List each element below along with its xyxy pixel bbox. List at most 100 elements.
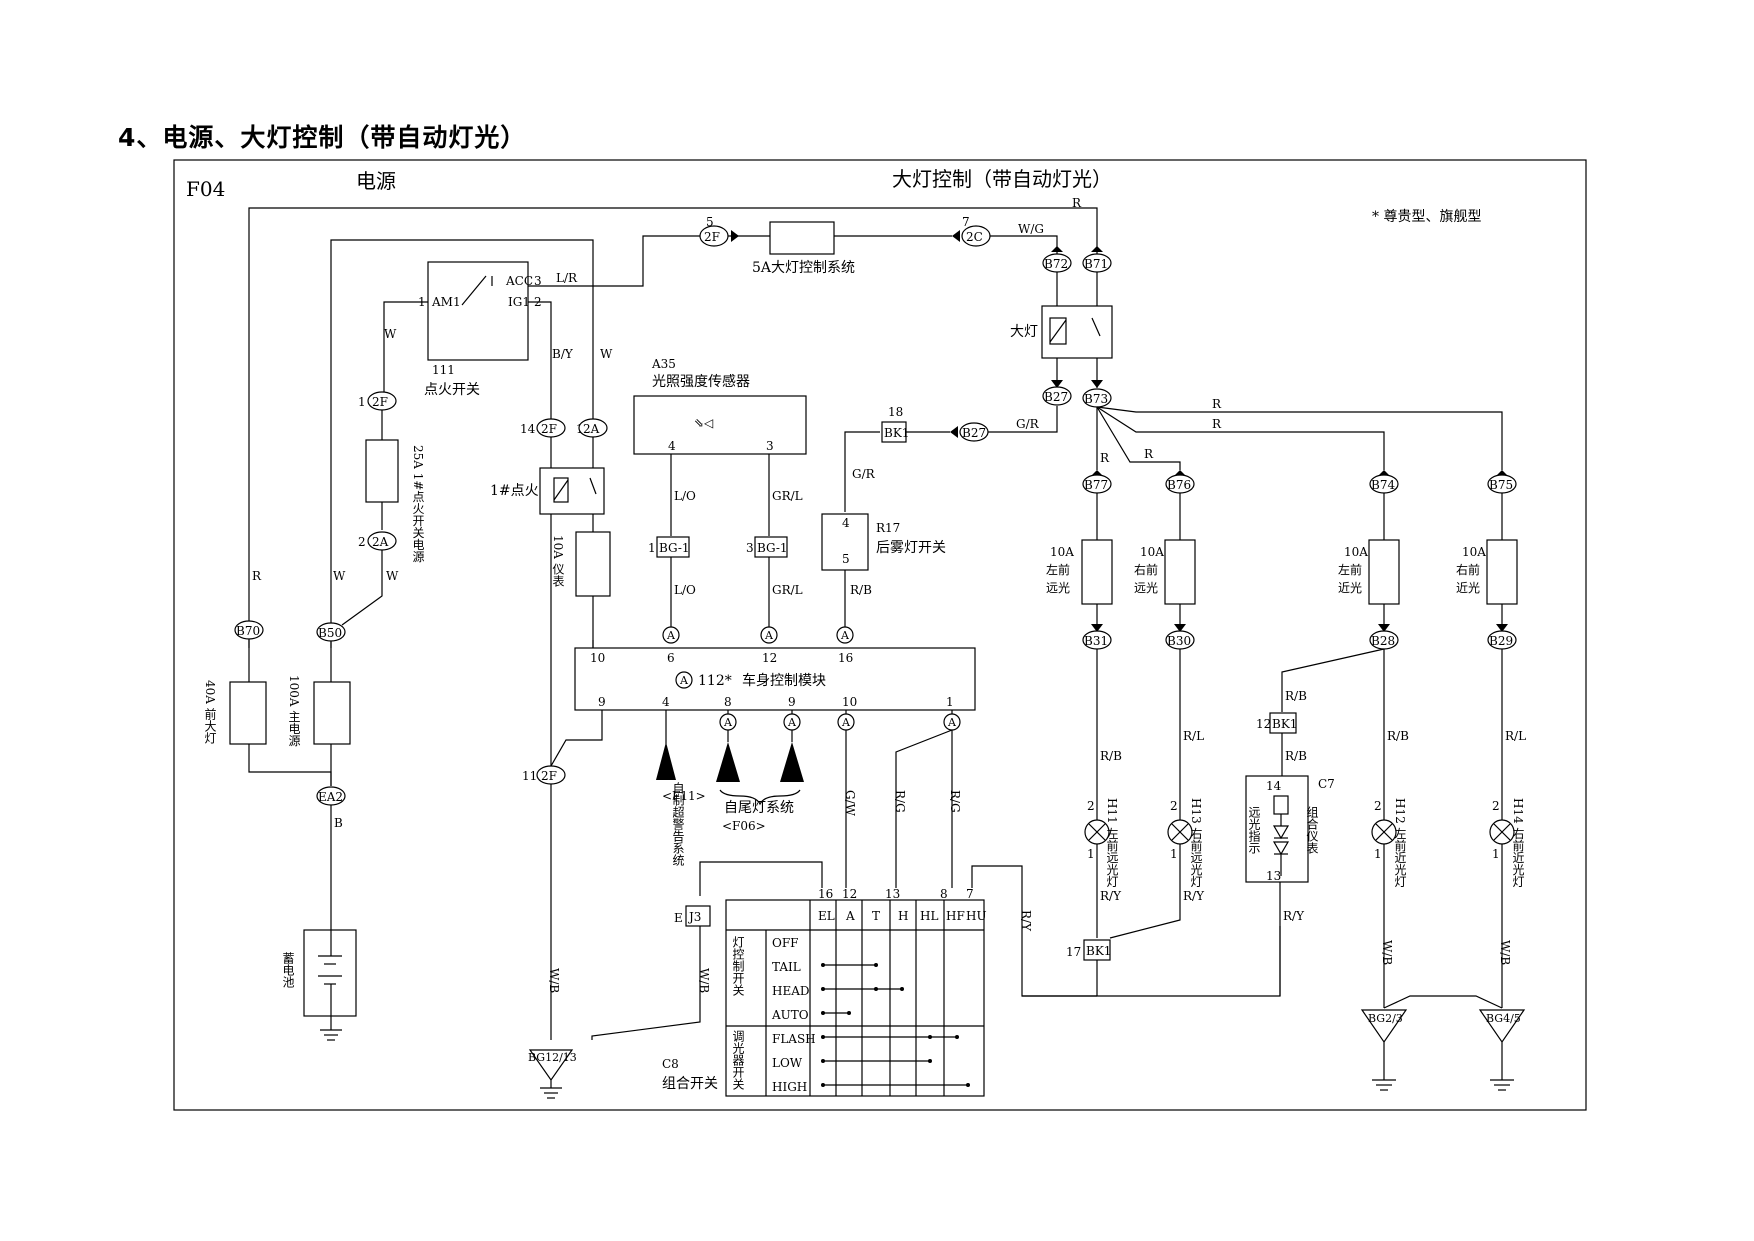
wire-label-grl-1: GR/L bbox=[772, 489, 803, 503]
fuse-lh-high bbox=[1081, 539, 1113, 605]
connector-b73: B73 bbox=[1082, 380, 1112, 408]
bcm-pin-10: 10 bbox=[590, 651, 605, 665]
conn-label: 2F bbox=[541, 422, 557, 436]
conn-label: B77 bbox=[1084, 478, 1108, 492]
ref-f11: <F11> bbox=[662, 789, 706, 803]
conn-label: 2F bbox=[541, 769, 557, 783]
pin-7: 7 bbox=[962, 215, 970, 229]
connector-bk1-12: 12 BK1 bbox=[1256, 712, 1297, 734]
ground-bg12-13: BG12/13 bbox=[528, 1049, 577, 1099]
conn-label: 2A bbox=[583, 422, 600, 436]
wire-label-rb-b28: R/B bbox=[1285, 689, 1307, 703]
wire-label-gr: G/R bbox=[852, 467, 876, 481]
wire-label-r-b70: R bbox=[252, 569, 262, 583]
headlamp-section-label: 大灯控制（带自动灯光） bbox=[892, 167, 1112, 191]
bcm-bpin-4: 4 bbox=[662, 695, 670, 709]
connector-bk1-18: 18 BK1 bbox=[881, 405, 909, 443]
l3: 近光 bbox=[1338, 581, 1362, 595]
pin-2: 2 bbox=[358, 535, 366, 549]
l2: 右前 bbox=[1456, 562, 1480, 577]
fuse-25a bbox=[365, 439, 399, 503]
wire-label-wg: W/G bbox=[1018, 222, 1044, 236]
connector-b71: B71 bbox=[1082, 246, 1112, 273]
pin-11: 11 bbox=[522, 769, 537, 783]
wire-label-wb-j3: W/B bbox=[697, 968, 711, 993]
connector-ea2: EA2 bbox=[316, 786, 346, 806]
l2: 左前 bbox=[1046, 562, 1070, 577]
ground-bg2-3: BG2/3 bbox=[1360, 1009, 1408, 1091]
connector-b29: B29 bbox=[1487, 624, 1517, 650]
conn-label: BG-1 bbox=[659, 541, 690, 555]
bcm-bpin-8: 8 bbox=[724, 695, 732, 709]
l2: 右前 bbox=[1134, 562, 1158, 577]
pin-1: 1 bbox=[1087, 847, 1095, 861]
conn-label: J3 bbox=[687, 910, 701, 924]
model-note: * 尊贵型、旗舰型 bbox=[1372, 208, 1481, 225]
relay-ign1-label: 1#点火 bbox=[490, 483, 539, 499]
conn-label: B30 bbox=[1167, 634, 1191, 648]
c7-name: 组合仪表 bbox=[1305, 806, 1319, 854]
conn-label: B75 bbox=[1489, 478, 1513, 492]
pin-14: 14 bbox=[520, 422, 536, 436]
fuse-10a-meter bbox=[575, 531, 611, 597]
fuse-lh-low bbox=[1368, 539, 1400, 605]
pin-1: 1 bbox=[1170, 847, 1178, 861]
connector-b27: B27 bbox=[1042, 380, 1072, 406]
wire-label-lo-2: L/O bbox=[674, 583, 696, 597]
pin-3: 3 bbox=[746, 541, 754, 555]
c8-pin-13: 13 bbox=[885, 887, 900, 901]
wire-label-grl-2: GR/L bbox=[772, 583, 803, 597]
pin-2: 2 bbox=[1374, 799, 1382, 813]
c8-pin-7: 7 bbox=[966, 887, 974, 901]
c8-row-head: HEAD bbox=[772, 984, 810, 998]
lamp-h11-label: H11 左前远光灯 bbox=[1105, 798, 1119, 888]
ref-f06-name: 自尾灯系统 bbox=[724, 800, 794, 816]
c8-ref: C8 bbox=[662, 1057, 679, 1071]
conn-label: B74 bbox=[1371, 478, 1395, 492]
c8-group2: 调光器开关 bbox=[731, 1030, 745, 1090]
c7-ref: C7 bbox=[1318, 777, 1335, 791]
wire-label-r-b77: R bbox=[1100, 451, 1110, 465]
fuse-rh-high bbox=[1164, 539, 1196, 605]
wire-label-by: B/Y bbox=[552, 347, 574, 361]
connector-b31: B31 bbox=[1082, 624, 1112, 650]
sensor-pin4: 4 bbox=[668, 439, 676, 453]
ignition-ref: 111 bbox=[432, 363, 455, 377]
wire-label-wb-h14: W/B bbox=[1498, 940, 1512, 965]
bcm-pin-12: 12 bbox=[762, 651, 777, 665]
wire-label-w-ign: W bbox=[600, 347, 613, 361]
connector-b30: B30 bbox=[1165, 624, 1195, 650]
conn-label: BK1 bbox=[884, 426, 909, 440]
a-mark: A bbox=[666, 629, 676, 642]
connector-j3: E J3 bbox=[674, 905, 711, 927]
lamp-h12: 2 1 H12 左前近光灯 bbox=[1371, 798, 1407, 888]
c7-pin13: 13 bbox=[1266, 869, 1281, 883]
pin-2: 2 bbox=[1170, 799, 1178, 813]
c8-pin-12: 12 bbox=[842, 887, 857, 901]
c7-pin14: 14 bbox=[1266, 779, 1282, 793]
fuse-40a bbox=[229, 681, 267, 745]
ig1-label: IG1 bbox=[508, 295, 530, 309]
wire-label-w-2a: W bbox=[386, 569, 399, 583]
conn-label: B76 bbox=[1167, 478, 1191, 492]
lamp-h11: 2 1 H11 左前远光灯 bbox=[1084, 798, 1119, 888]
a-mark: A bbox=[679, 674, 689, 687]
conn-label: B72 bbox=[1044, 257, 1068, 271]
fuse-100a-label: 100A 主电源 bbox=[287, 675, 301, 747]
c8-row-flash: FLASH bbox=[772, 1032, 816, 1046]
bcm-bpin-9: 9 bbox=[598, 695, 606, 709]
conn-label: 2C bbox=[966, 230, 983, 244]
bcm-ref: 112* bbox=[698, 673, 732, 689]
c8-col-hf: HF bbox=[946, 909, 965, 923]
c7-lamp: 远光指示 bbox=[1247, 806, 1261, 854]
connector-b75: B75 bbox=[1487, 470, 1517, 494]
wire-label-b: B bbox=[334, 816, 343, 830]
diagram-frame bbox=[173, 159, 1587, 1111]
wire-label-r-b76: R bbox=[1144, 447, 1154, 461]
wire-label-rl-h13: R/L bbox=[1183, 729, 1204, 743]
pin-2: 2 bbox=[1087, 799, 1095, 813]
c8-row-high: HIGH bbox=[772, 1080, 807, 1094]
fuse-100a bbox=[313, 681, 351, 745]
ground-label: BG12/13 bbox=[528, 1051, 577, 1064]
